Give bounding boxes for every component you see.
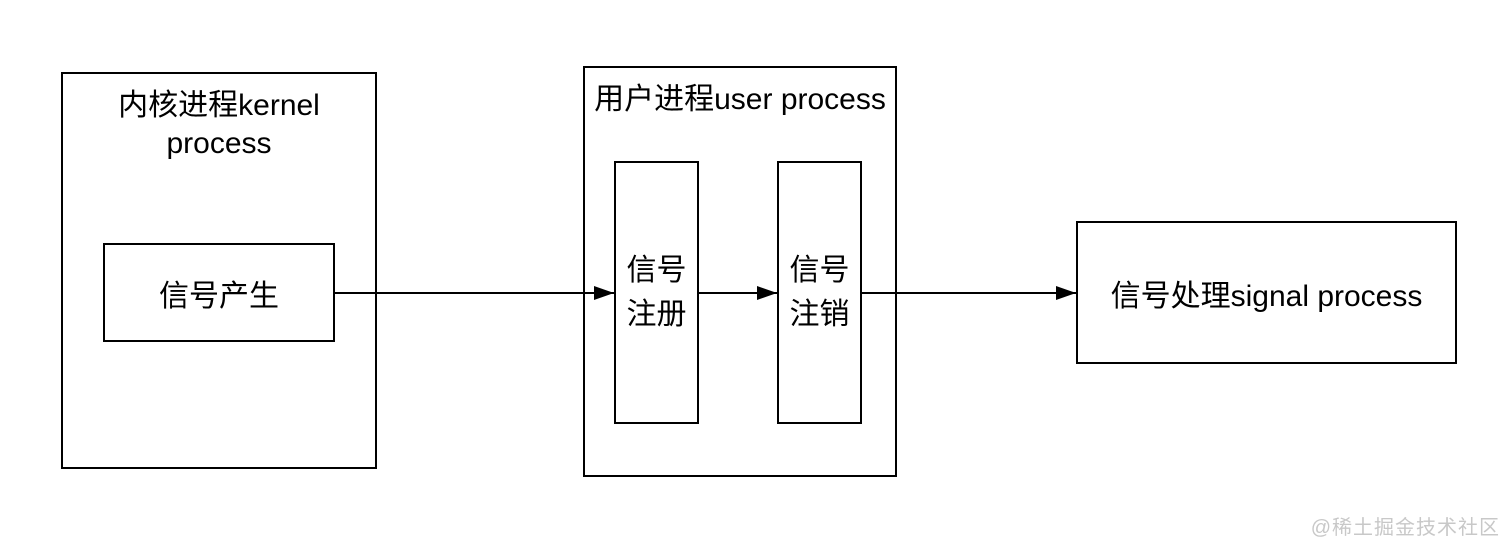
signal-generate-label: 信号产生 (159, 279, 279, 313)
signal-register-box: 信号 注册 (614, 161, 699, 424)
user-process-box: 用户进程user process 信号 注册 信号 注销 (583, 66, 897, 477)
signal-process-label: 信号处理signal process (1110, 279, 1423, 313)
kernel-process-title: 内核进程kernel process (118, 89, 320, 160)
signal-unregister-box: 信号 注销 (777, 161, 862, 424)
signal-generate-box: 信号产生 (103, 243, 335, 342)
signal-process-box: 信号处理signal process (1076, 221, 1457, 364)
kernel-process-box: 内核进程kernel process 信号产生 (61, 72, 377, 469)
user-process-title: 用户进程user process (594, 83, 886, 116)
watermark-text: @稀土掘金技术社区 (1310, 517, 1500, 539)
signal-unregister-label: 信号 注销 (789, 253, 850, 331)
signal-register-label: 信号 注册 (626, 253, 687, 331)
